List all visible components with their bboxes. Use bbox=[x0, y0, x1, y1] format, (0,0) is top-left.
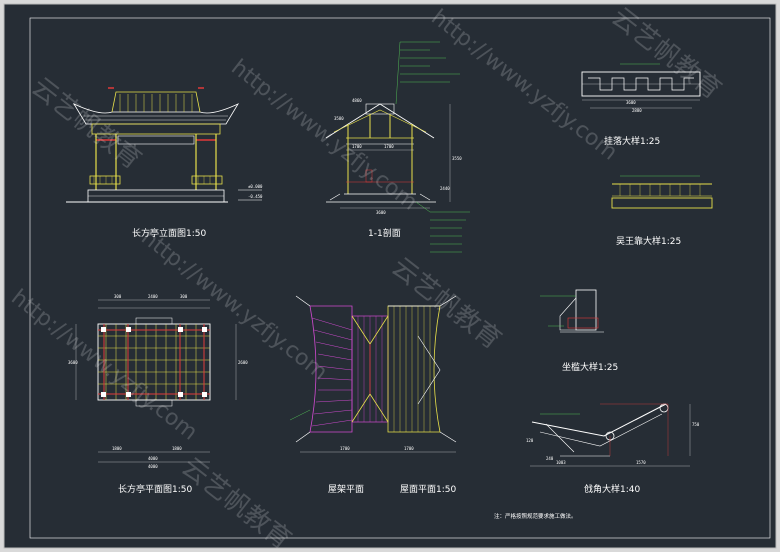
section-dim-mid: 3580 bbox=[334, 116, 344, 121]
plan-dim-top1: 300 bbox=[114, 294, 122, 299]
section-dim-h: 3550 bbox=[452, 156, 462, 161]
plan-dim-w2: 1800 bbox=[172, 446, 182, 451]
gualuo-detail: 3600 2880 bbox=[581, 63, 701, 113]
roof-dim-w2: 1700 bbox=[404, 446, 414, 451]
corner-dim-w2: 1570 bbox=[636, 460, 646, 465]
corner-beam-detail: 1003 1570 750 120 240 bbox=[526, 403, 700, 467]
plan-drawing: 300 2400 300 3600 2600 1800 1800 4000 40… bbox=[68, 294, 248, 469]
corner-dim-h: 750 bbox=[692, 422, 700, 427]
section-dim-top: 4860 bbox=[352, 98, 362, 103]
plan-dim-top3: 300 bbox=[180, 294, 188, 299]
gualuo-title: 挂落大样1:25 bbox=[604, 135, 660, 147]
section-dim-w1: 1700 bbox=[352, 144, 362, 149]
corner-dim-h3: 240 bbox=[546, 456, 554, 461]
wuwangkao-detail bbox=[611, 175, 713, 209]
roof-frame-title: 屋架平面 bbox=[328, 484, 364, 495]
drawing-area bbox=[3, 3, 777, 549]
plan-title: 长方亭平面图1:50 bbox=[118, 483, 192, 495]
elevation-level-1: ±0.000 bbox=[248, 184, 263, 189]
wuwangkao-title: 吴王靠大样1:25 bbox=[616, 235, 681, 247]
elevation-title: 长方亭立面图1:50 bbox=[132, 227, 206, 239]
plan-dim-w3: 4000 bbox=[148, 456, 158, 461]
roof-frame-plan: 1700 1700 bbox=[289, 295, 457, 453]
gualuo-dim-w: 3600 bbox=[626, 100, 636, 105]
section-drawing: 1700 1700 3600 4860 3580 3550 2440 bbox=[325, 41, 470, 253]
section-dim-w2: 1700 bbox=[384, 144, 394, 149]
drawing-note: 注：严格按照规范要求施工做法。 bbox=[494, 512, 577, 520]
plan-dim-total: 4000 bbox=[148, 464, 158, 469]
zuokan-title: 坐槛大样1:25 bbox=[562, 361, 618, 373]
section-title: 1-1剖面 bbox=[368, 227, 401, 239]
plan-dim-top2: 2400 bbox=[148, 294, 158, 299]
section-dim-h2: 2440 bbox=[440, 186, 450, 191]
corner-dim-w1: 1003 bbox=[556, 460, 566, 465]
roof-dim-w1: 1700 bbox=[340, 446, 350, 451]
corner-beam-title: 戗角大样1:40 bbox=[584, 483, 640, 495]
plan-dim-h: 3600 bbox=[68, 360, 78, 365]
elevation-level-2: -0.450 bbox=[248, 194, 263, 199]
plan-dim-w1: 1800 bbox=[112, 446, 122, 451]
gualuo-dim-w2: 2880 bbox=[632, 108, 642, 113]
zuokan-detail bbox=[540, 289, 604, 333]
inner-frame bbox=[29, 17, 771, 539]
roof-plan-title: 屋面平面1:50 bbox=[400, 484, 456, 495]
corner-dim-h2: 120 bbox=[526, 438, 534, 443]
elevation-drawing: ±0.000 -0.450 bbox=[66, 87, 263, 203]
section-dim-total: 3600 bbox=[376, 210, 386, 215]
plan-dim-h2: 2600 bbox=[238, 360, 248, 365]
